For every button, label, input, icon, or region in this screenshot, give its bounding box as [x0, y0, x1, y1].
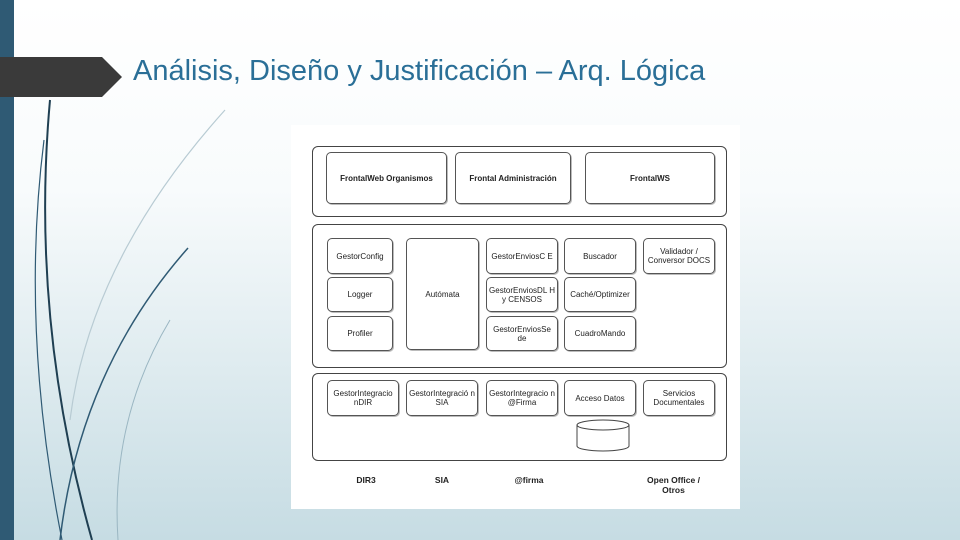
acceso-datos-box: Acceso Datos: [564, 380, 636, 416]
logger-box: Logger: [327, 277, 393, 312]
database-icon: [576, 419, 630, 452]
external-openoffice-label: Open Office / Otros: [647, 475, 700, 495]
gestor-config-box: GestorConfig: [327, 238, 393, 274]
gestor-envios-sede-box: GestorEnviosSe de: [486, 316, 558, 351]
buscador-box: Buscador: [564, 238, 636, 274]
gestor-integracion-firma-box: GestorIntegracio n @Firma: [486, 380, 558, 416]
profiler-box: Profiler: [327, 316, 393, 351]
frontal-admin-box: Frontal Administración: [455, 152, 571, 204]
validador-box: Validador / Conversor DOCS: [643, 238, 715, 274]
cuadro-mando-box: CuadroMando: [564, 316, 636, 351]
gestor-envios-ce-box: GestorEnviosC E: [486, 238, 558, 274]
gestor-integracion-dir-box: GestorIntegracio nDIR: [327, 380, 399, 416]
architecture-diagram: FrontalWeb Organismos Frontal Administra…: [291, 125, 740, 509]
servicios-documentales-box: Servicios Documentales: [643, 380, 715, 416]
gestor-integracion-sia-box: GestorIntegració n SIA: [406, 380, 478, 416]
automata-box: Autómata: [406, 238, 479, 350]
title-arrow-shape: [0, 57, 122, 97]
cache-box: Caché/Optimizer: [564, 277, 636, 312]
frontal-web-box: FrontalWeb Organismos: [326, 152, 447, 204]
external-dir3-label: DIR3: [356, 475, 376, 485]
slide-title: Análisis, Diseño y Justificación – Arq. …: [133, 55, 706, 87]
frontal-ws-box: FrontalWS: [585, 152, 715, 204]
left-accent-bar: [0, 0, 14, 540]
gestor-envios-dl-box: GestorEnviosDL H y CENSOS: [486, 277, 558, 312]
external-sia-label: SIA: [434, 475, 450, 485]
external-firma-label: @firma: [514, 475, 544, 485]
